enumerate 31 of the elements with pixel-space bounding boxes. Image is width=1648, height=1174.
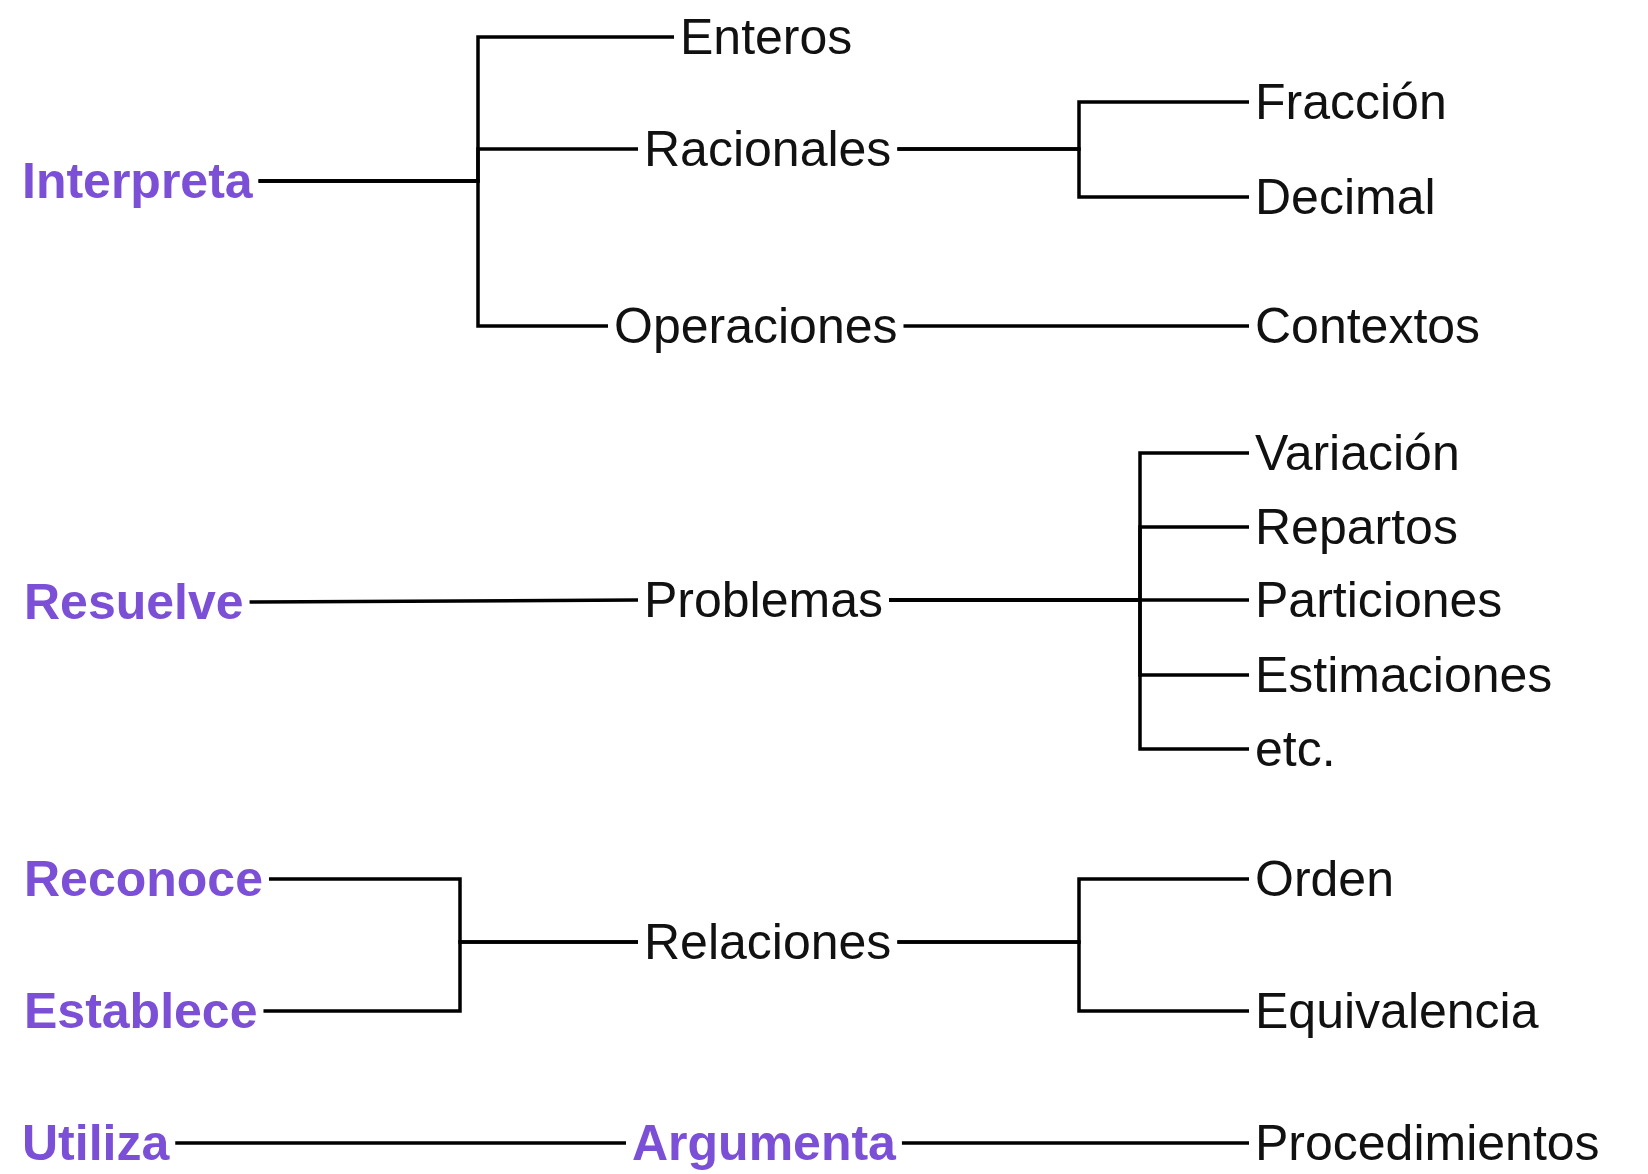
- concept-label: Procedimientos: [1255, 1113, 1600, 1173]
- connector-line: [258, 179, 608, 328]
- connector-line: [889, 598, 1249, 751]
- action-label: Establece: [24, 981, 258, 1041]
- action-label: Interpreta: [22, 151, 253, 211]
- concept-label: Problemas: [644, 570, 883, 630]
- concept-label: Decimal: [1255, 167, 1436, 227]
- connector-line: [901, 1141, 1249, 1145]
- concept-label: Variación: [1255, 423, 1460, 483]
- concept-label: Relaciones: [644, 912, 892, 972]
- action-label: Resuelve: [24, 572, 244, 632]
- connector-line: [175, 1141, 626, 1145]
- connector-line: [249, 598, 638, 604]
- action-label: Utiliza: [22, 1113, 170, 1173]
- concept-label: Operaciones: [614, 296, 898, 356]
- concept-label: etc.: [1255, 719, 1336, 779]
- concept-label: Repartos: [1255, 497, 1458, 557]
- concept-label: Contextos: [1255, 296, 1481, 356]
- concept-label: Enteros: [680, 7, 853, 67]
- concept-label: Fracción: [1255, 72, 1447, 132]
- action-label: Reconoce: [24, 849, 263, 909]
- concept-label: Equivalencia: [1255, 981, 1539, 1041]
- connector-line: [897, 147, 1249, 199]
- action-label: Argumenta: [632, 1113, 896, 1173]
- concept-label: Orden: [1255, 849, 1394, 909]
- concept-label: Racionales: [644, 119, 892, 179]
- connector-line: [263, 940, 638, 1013]
- concept-label: Particiones: [1255, 570, 1503, 630]
- connector-line: [897, 940, 1249, 1013]
- connector-line: [903, 324, 1249, 328]
- concept-label: Estimaciones: [1255, 645, 1553, 705]
